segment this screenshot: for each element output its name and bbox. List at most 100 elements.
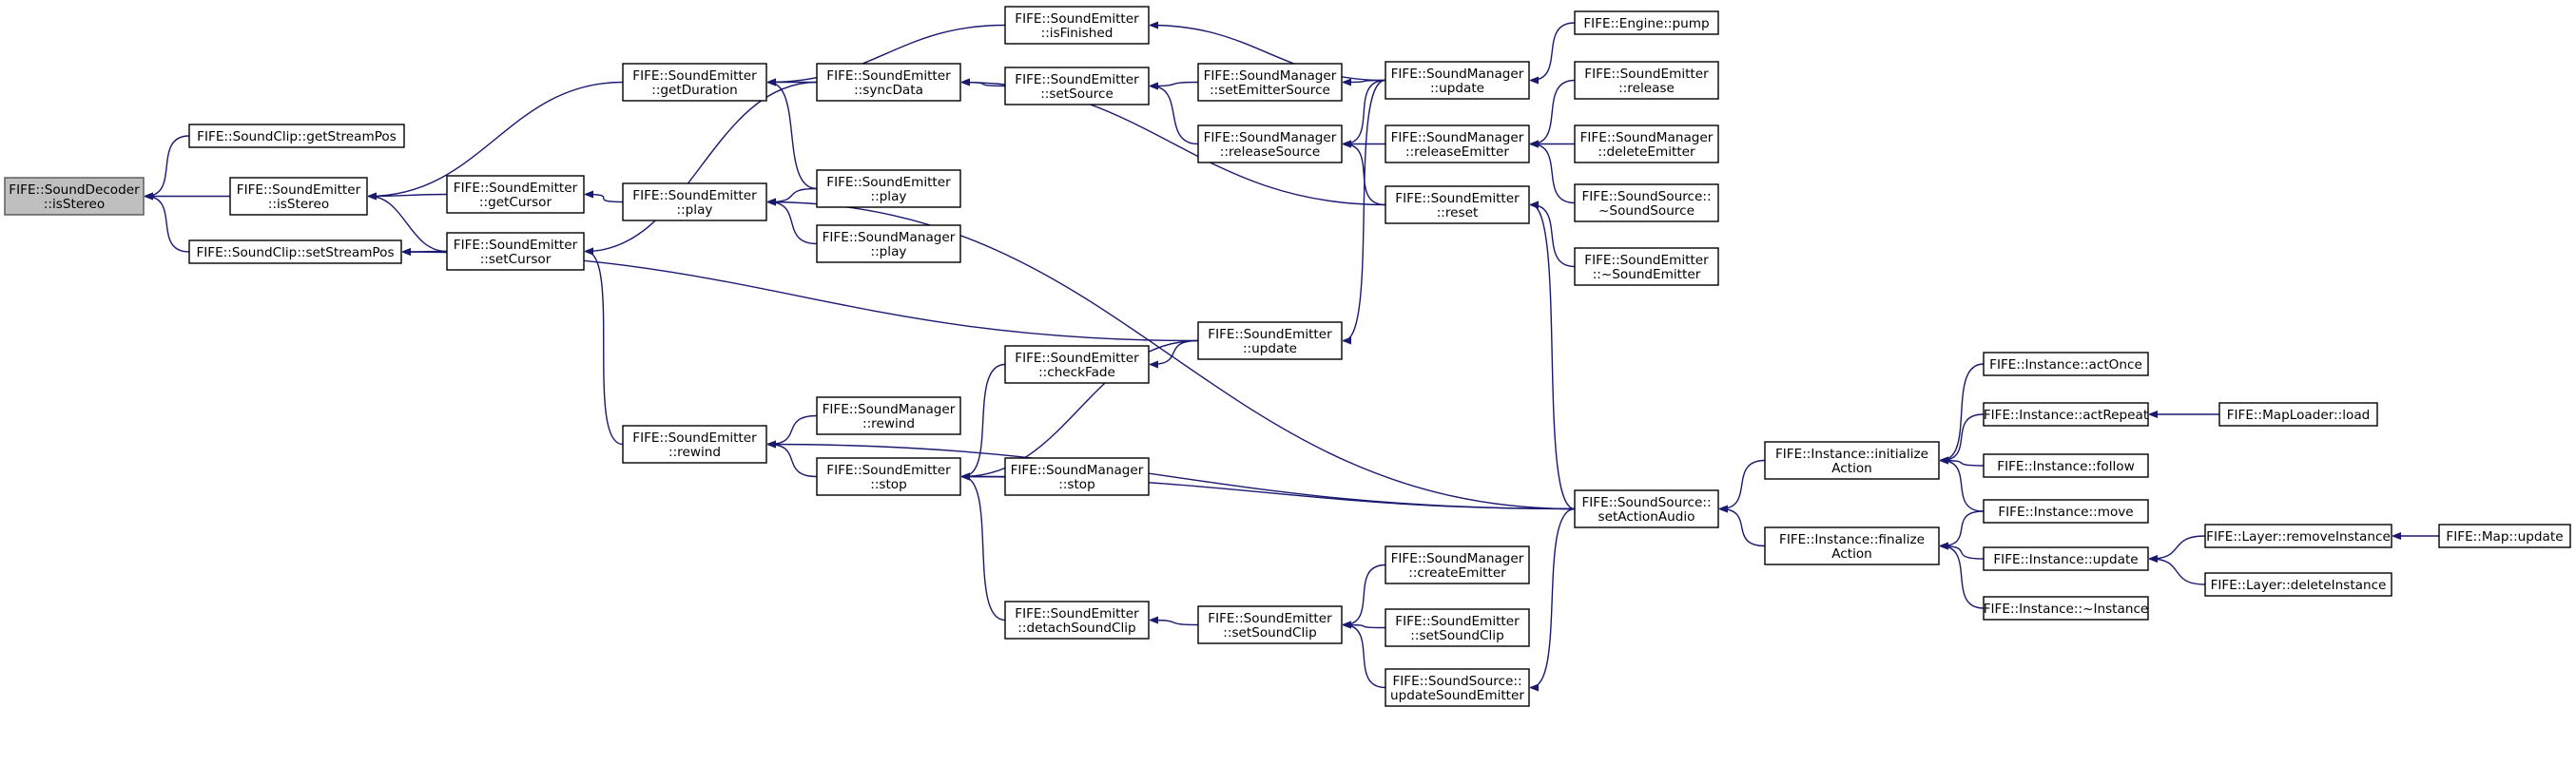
graph-node[interactable]: FIFE::SoundClip::getStreamPos xyxy=(188,124,405,148)
graph-node[interactable]: FIFE::SoundEmitter::stop xyxy=(816,457,961,496)
node-label: ::isStereo xyxy=(44,197,105,212)
graph-node[interactable]: FIFE::Layer::removeInstance xyxy=(2204,524,2392,548)
graph-node[interactable]: FIFE::SoundEmitter::isStereo xyxy=(229,177,368,216)
node-box xyxy=(2204,572,2392,597)
graph-node[interactable]: FIFE::SoundEmitter::~SoundEmitter xyxy=(1574,247,1719,286)
call-edge xyxy=(1941,461,1985,512)
call-edge xyxy=(768,445,818,478)
node-label: setActionAudio xyxy=(1598,509,1695,525)
node-label: ::getCursor xyxy=(479,195,552,210)
node-box xyxy=(1197,63,1343,102)
graph-node[interactable]: FIFE::SoundManager::stop xyxy=(1004,457,1150,496)
node-label: FIFE::SoundEmitter xyxy=(1015,72,1139,87)
call-edge xyxy=(1941,363,1985,461)
node-box xyxy=(2204,524,2392,548)
node-box xyxy=(1574,124,1719,163)
graph-node[interactable]: FIFE::SoundManager::rewind xyxy=(816,396,961,435)
call-edge xyxy=(369,81,624,197)
call-edge xyxy=(1151,621,1199,626)
graph-node[interactable]: FIFE::MapLoader::load xyxy=(2218,402,2378,427)
node-label: FIFE::Instance::follow xyxy=(1997,459,2134,474)
node-label: FIFE::SoundManager xyxy=(1391,130,1524,145)
node-label: Action xyxy=(1831,461,1872,476)
node-label: FIFE::SoundEmitter xyxy=(1015,11,1139,27)
call-edge xyxy=(1344,81,1386,83)
call-edge xyxy=(145,197,190,253)
graph-node[interactable]: FIFE::SoundSource::updateSoundEmitter xyxy=(1385,668,1530,707)
graph-node[interactable]: FIFE::SoundEmitter::setSoundClip xyxy=(1385,608,1530,647)
graph-node[interactable]: FIFE::Layer::deleteInstance xyxy=(2204,572,2392,597)
node-label: ~SoundSource xyxy=(1598,203,1695,219)
graph-node[interactable]: FIFE::SoundEmitter::release xyxy=(1574,61,1719,100)
call-edge xyxy=(1151,26,1386,82)
node-label: FIFE::Instance::initialize xyxy=(1775,447,1928,462)
graph-node[interactable]: FIFE::SoundEmitter::syncData xyxy=(816,63,961,102)
graph-node[interactable]: FIFE::SoundManager::releaseEmitter xyxy=(1385,124,1530,163)
graph-node[interactable]: FIFE::SoundManager::play xyxy=(816,224,961,263)
graph-node[interactable]: FIFE::SoundEmitter::reset xyxy=(1385,185,1530,224)
call-edge xyxy=(962,363,1006,477)
graph-node[interactable]: FIFE::SoundEmitter::detachSoundClip xyxy=(1004,601,1150,640)
node-box xyxy=(622,425,767,464)
graph-node[interactable]: FIFE::SoundSource::setActionAudio xyxy=(1574,489,1719,528)
graph-node[interactable]: FIFE::SoundEmitter::getDuration xyxy=(622,63,767,102)
node-label: ::isStereo xyxy=(268,197,329,212)
graph-node[interactable]: FIFE::SoundSource::~SoundSource xyxy=(1574,183,1719,222)
node-box xyxy=(229,177,368,216)
node-label: FIFE::Instance::actOnce xyxy=(1989,357,2142,373)
graph-node[interactable]: FIFE::SoundDecoder::isStereo xyxy=(4,177,145,216)
node-box xyxy=(1004,345,1150,384)
node-box xyxy=(1983,596,2149,621)
graph-node[interactable]: FIFE::Instance::~Instance xyxy=(1983,596,2149,621)
node-box xyxy=(188,124,405,148)
graph-node[interactable]: FIFE::SoundEmitter::play xyxy=(816,169,961,208)
graph-node[interactable]: FIFE::Instance::actRepeat xyxy=(1983,402,2149,427)
graph-node[interactable]: FIFE::SoundManager::update xyxy=(1385,61,1530,100)
graph-node[interactable]: FIFE::Map::update xyxy=(2438,524,2571,548)
graph-node[interactable]: FIFE::SoundEmitter::setSoundClip xyxy=(1197,605,1343,644)
call-edge xyxy=(1941,461,1985,467)
graph-node[interactable]: FIFE::SoundEmitter::play xyxy=(622,182,767,221)
node-box xyxy=(1004,601,1150,640)
node-box xyxy=(1983,453,2149,478)
graph-node[interactable]: FIFE::SoundEmitter::update xyxy=(1197,321,1343,360)
graph-node[interactable]: FIFE::SoundManager::setEmitterSource xyxy=(1197,63,1343,102)
node-box xyxy=(1574,247,1719,286)
node-box xyxy=(1983,352,2149,376)
call-edge xyxy=(1344,564,1386,625)
call-edge xyxy=(768,83,818,190)
graph-node[interactable]: FIFE::Engine::pump xyxy=(1574,10,1719,35)
graph-node[interactable]: FIFE::SoundManager::createEmitter xyxy=(1385,545,1530,584)
node-label: ::stop xyxy=(1058,477,1095,492)
graph-node[interactable]: FIFE::SoundClip::setStreamPos xyxy=(188,239,402,264)
node-label: FIFE::SoundEmitter xyxy=(632,68,757,84)
graph-node[interactable]: FIFE::Instance::update xyxy=(1983,546,2149,571)
call-edge xyxy=(1151,86,1199,145)
node-box xyxy=(1385,668,1530,707)
graph-node[interactable]: FIFE::SoundEmitter::getCursor xyxy=(446,175,585,214)
node-box xyxy=(188,239,402,264)
graph-node[interactable]: FIFE::SoundEmitter::setSource xyxy=(1004,67,1150,105)
node-label: FIFE::SoundEmitter xyxy=(454,238,578,253)
graph-node[interactable]: FIFE::SoundEmitter::checkFade xyxy=(1004,345,1150,384)
graph-node[interactable]: FIFE::Instance::actOnce xyxy=(1983,352,2149,376)
node-label: FIFE::SoundManager xyxy=(823,402,956,417)
graph-node[interactable]: FIFE::Instance::move xyxy=(1983,499,2149,524)
graph-node[interactable]: FIFE::SoundEmitter::isFinished xyxy=(1004,6,1150,45)
graph-node[interactable]: FIFE::SoundEmitter::setCursor xyxy=(446,232,585,271)
graph-node[interactable]: FIFE::SoundEmitter::rewind xyxy=(622,425,767,464)
graph-node[interactable]: FIFE::Instance::follow xyxy=(1983,453,2149,478)
call-edge xyxy=(1344,144,1386,206)
call-edge xyxy=(1344,625,1386,689)
node-label: FIFE::Instance::actRepeat xyxy=(1984,408,2148,423)
node-box xyxy=(1004,67,1150,105)
node-box xyxy=(1197,124,1343,163)
graph-node[interactable]: FIFE::SoundManager::releaseSource xyxy=(1197,124,1343,163)
node-label: FIFE::SoundEmitter xyxy=(1395,191,1520,206)
graph-node[interactable]: FIFE::SoundManager::deleteEmitter xyxy=(1574,124,1719,163)
node-box xyxy=(1983,402,2149,427)
node-label: FIFE::Instance::~Instance xyxy=(1984,602,2149,617)
